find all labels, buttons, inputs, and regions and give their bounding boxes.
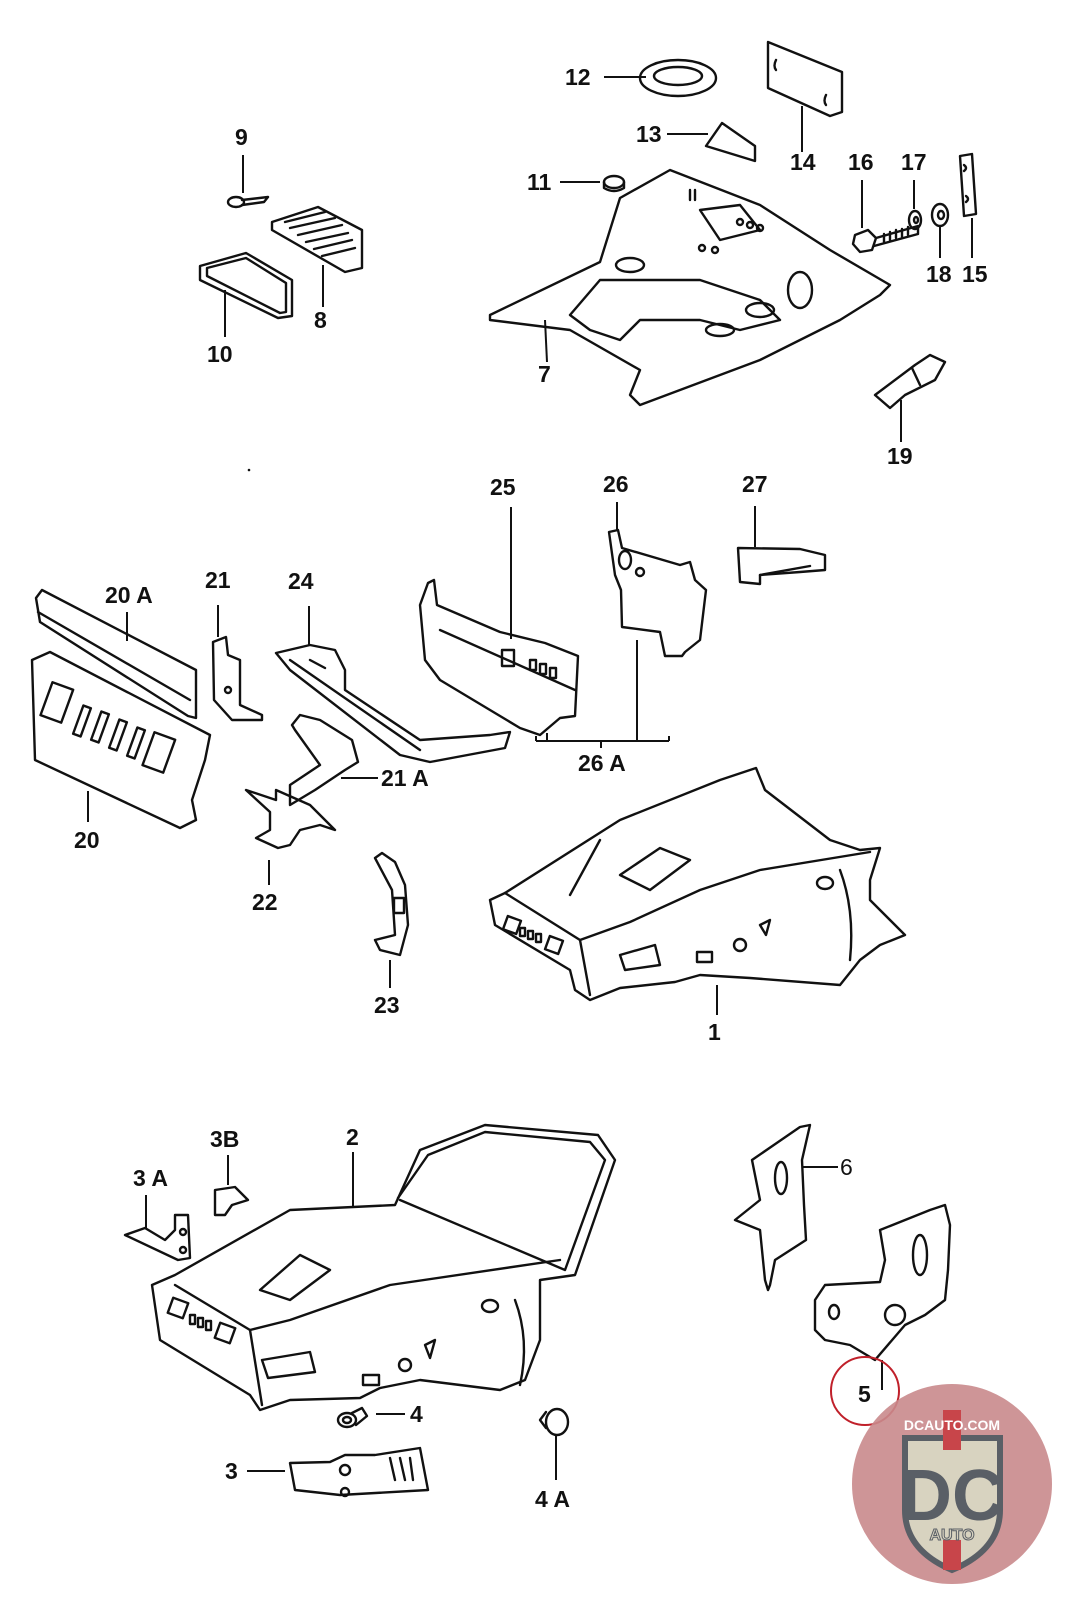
part-1-front-body[interactable]	[488, 766, 907, 1002]
part-11-plug[interactable]	[602, 174, 626, 193]
highlight-circle-part-5	[830, 1356, 900, 1426]
watermark-site: DCAUTO.COM	[904, 1417, 1000, 1433]
label-24: 24	[288, 568, 314, 594]
part-21A-bracket[interactable]	[288, 713, 360, 807]
part-25-bulkhead[interactable]	[418, 578, 580, 737]
watermark-stripe-bottom	[943, 1540, 961, 1570]
label-7: 7	[538, 361, 551, 387]
part-18-washer[interactable]	[930, 202, 950, 228]
label-3B: 3B	[210, 1126, 239, 1152]
part-23-bracket[interactable]	[373, 851, 410, 957]
label-10: 10	[207, 341, 233, 367]
label-15: 15	[962, 261, 988, 287]
part-4-grommet[interactable]	[336, 1406, 369, 1429]
part-26-side-panel[interactable]	[607, 528, 708, 658]
part-20-front-panel[interactable]	[30, 650, 212, 830]
part-17-lock-washer[interactable]	[907, 209, 923, 231]
stray-dot	[247, 468, 251, 472]
dcauto-watermark[interactable]: DCAUTO.COM DC AUTO	[852, 1384, 1052, 1584]
label-8: 8	[314, 307, 327, 333]
part-24-longitudinal-member[interactable]	[274, 643, 512, 764]
part-7-front-floor[interactable]	[488, 168, 892, 407]
label-6: 6	[840, 1154, 853, 1180]
part-10-seal-frame[interactable]	[198, 251, 294, 320]
label-11: 11	[527, 169, 552, 195]
part-6-reinforcement[interactable]	[733, 1123, 812, 1292]
label-19: 19	[887, 443, 913, 469]
watermark-sub: AUTO	[929, 1527, 974, 1544]
part-3B-bracket[interactable]	[213, 1185, 250, 1217]
label-5: 5	[858, 1381, 871, 1407]
label-14: 14	[790, 149, 816, 175]
part-3-bracket[interactable]	[288, 1446, 430, 1498]
label-21A: 21 A	[381, 765, 429, 791]
part-21-bracket[interactable]	[211, 635, 264, 722]
label-25: 25	[490, 474, 516, 500]
label-22: 22	[252, 889, 278, 915]
label-18: 18	[926, 261, 952, 287]
label-2: 2	[346, 1124, 359, 1150]
part-4A-plug[interactable]	[538, 1407, 570, 1437]
part-16-bolt[interactable]	[851, 224, 920, 254]
watermark-brand: DC	[900, 1456, 1004, 1536]
part-12-ring[interactable]	[638, 58, 718, 98]
label-26A: 26 A	[578, 750, 626, 776]
part-27-bracket[interactable]	[736, 546, 827, 586]
part-20A-cross-member[interactable]	[34, 588, 198, 720]
label-20: 20	[74, 827, 100, 853]
part-8-vent-grille[interactable]	[270, 205, 364, 274]
label-3A: 3 A	[133, 1165, 168, 1191]
label-4: 4	[410, 1401, 423, 1427]
part-19-bracket[interactable]	[873, 353, 947, 410]
label-20A: 20 A	[105, 582, 153, 608]
part-13-gusset[interactable]	[704, 121, 757, 163]
label-3: 3	[225, 1458, 238, 1484]
label-17: 17	[901, 149, 927, 175]
leader-7	[544, 319, 548, 363]
label-1: 1	[708, 1019, 721, 1045]
part-14-plate[interactable]	[766, 40, 844, 118]
part-5-reinforcement[interactable]	[813, 1203, 952, 1362]
label-13: 13	[636, 121, 662, 147]
part-15-strap[interactable]	[958, 152, 978, 218]
bracket-26A	[535, 640, 670, 748]
label-27: 27	[742, 471, 768, 497]
label-9: 9	[235, 124, 248, 150]
part-2-front-body-with-windscreen[interactable]	[150, 1123, 617, 1412]
part-3A-bracket[interactable]	[123, 1213, 192, 1262]
label-26: 26	[603, 471, 629, 497]
label-4A: 4 A	[535, 1486, 570, 1512]
label-16: 16	[848, 149, 874, 175]
label-21: 21	[205, 567, 231, 593]
label-23: 23	[374, 992, 400, 1018]
label-12: 12	[565, 64, 591, 90]
part-22-bracket[interactable]	[244, 788, 337, 850]
watermark-stripe-top	[943, 1410, 961, 1450]
part-9-screw[interactable]	[226, 195, 270, 209]
